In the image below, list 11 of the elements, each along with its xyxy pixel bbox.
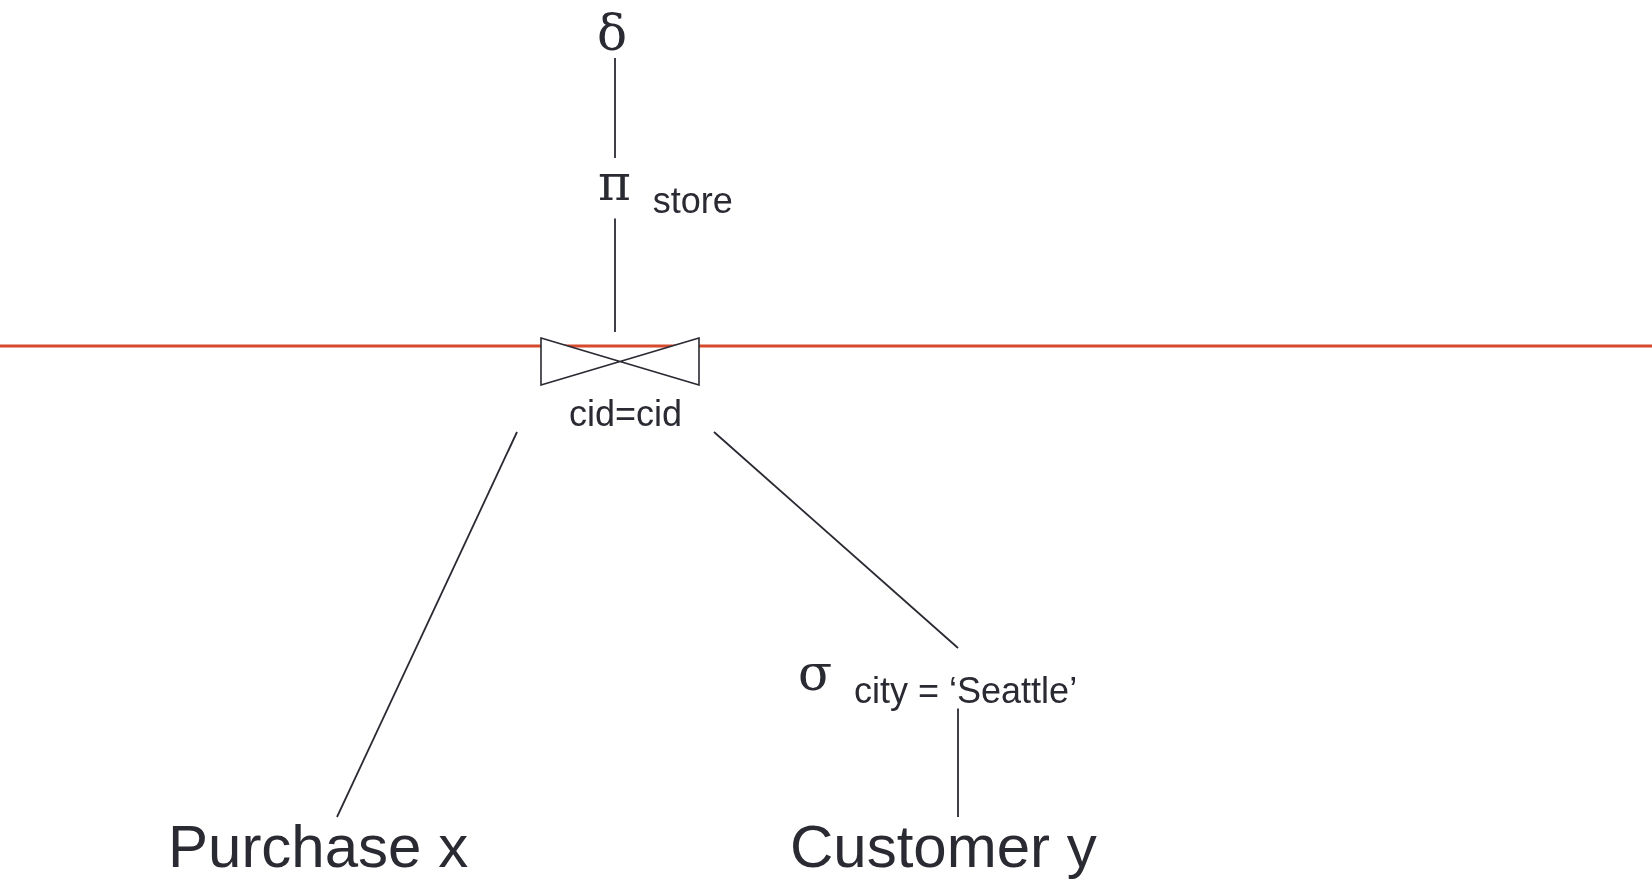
tree-edge <box>336 431 518 818</box>
relation-label: Customer y <box>790 817 1097 877</box>
operator-label: π $_{store}$ <box>598 158 733 219</box>
relation-label: Purchase x <box>168 817 469 877</box>
operator-label: σ $_{city = ‘Seattle’}$ <box>798 648 1078 709</box>
join-condition: cid=cid <box>567 396 684 432</box>
operator-label: δ <box>597 8 628 58</box>
tree-edge <box>614 57 616 159</box>
tree-edge <box>957 707 959 818</box>
tree-edge <box>713 431 959 649</box>
tree-edge <box>614 217 616 333</box>
